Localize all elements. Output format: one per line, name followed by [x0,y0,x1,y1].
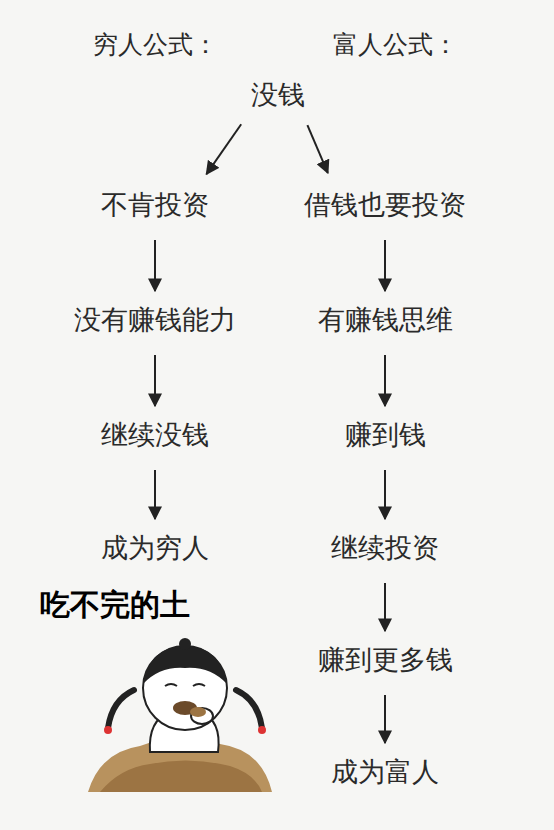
flow-arrow [154,470,156,519]
flow-arrow [206,124,241,174]
dirt-in-hand [190,707,206,717]
flow-arrow [384,355,386,406]
step-text: 继续投资 [331,531,439,565]
meme-caption: 吃不完的土 [40,585,190,626]
flow-step: 没钱 [245,74,311,116]
hair-bun [179,638,191,650]
hair-tie [104,726,112,734]
step-text: 赚到更多钱 [318,643,453,677]
flow-arrow [154,240,156,291]
flow-arrow [384,583,386,631]
flow-step: 成为富人 [325,751,445,793]
flow-step: 借钱也要投资 [298,184,472,226]
step-text: 赚到钱 [345,418,426,452]
flow-step: 有赚钱思维 [312,299,459,341]
step-text: 不肯投资 [101,188,209,222]
column-heading: 富人公式： [333,28,458,61]
flow-step: 不肯投资 [95,184,215,226]
step-text: 没有赚钱能力 [74,303,236,337]
flow-arrow [384,695,386,743]
flow-arrow [307,125,327,173]
flow-arrow [154,355,156,406]
flow-arrow [384,240,386,291]
flow-step: 没有赚钱能力 [68,299,242,341]
hair-tie [258,726,266,734]
girl-head [143,646,227,730]
flow-step: 成为穷人 [95,527,215,569]
step-text: 没钱 [251,78,305,112]
step-text: 有赚钱思维 [318,303,453,337]
flow-step: 赚到钱 [339,414,432,456]
flow-step: 继续投资 [325,527,445,569]
dirt-shade [100,760,262,792]
eye [193,684,205,686]
step-text: 继续没钱 [101,418,209,452]
girl-hair [143,646,227,684]
flow-arrow [384,470,386,519]
hand [191,708,213,724]
pigtail-left [108,690,134,728]
eye [165,684,177,686]
flow-step: 赚到更多钱 [312,639,459,681]
step-text: 成为穷人 [101,531,209,565]
flow-step: 继续没钱 [95,414,215,456]
pigtail-right [236,690,262,728]
step-text: 借钱也要投资 [304,188,466,222]
step-text: 成为富人 [331,755,439,789]
column-heading: 穷人公式： [93,28,218,61]
